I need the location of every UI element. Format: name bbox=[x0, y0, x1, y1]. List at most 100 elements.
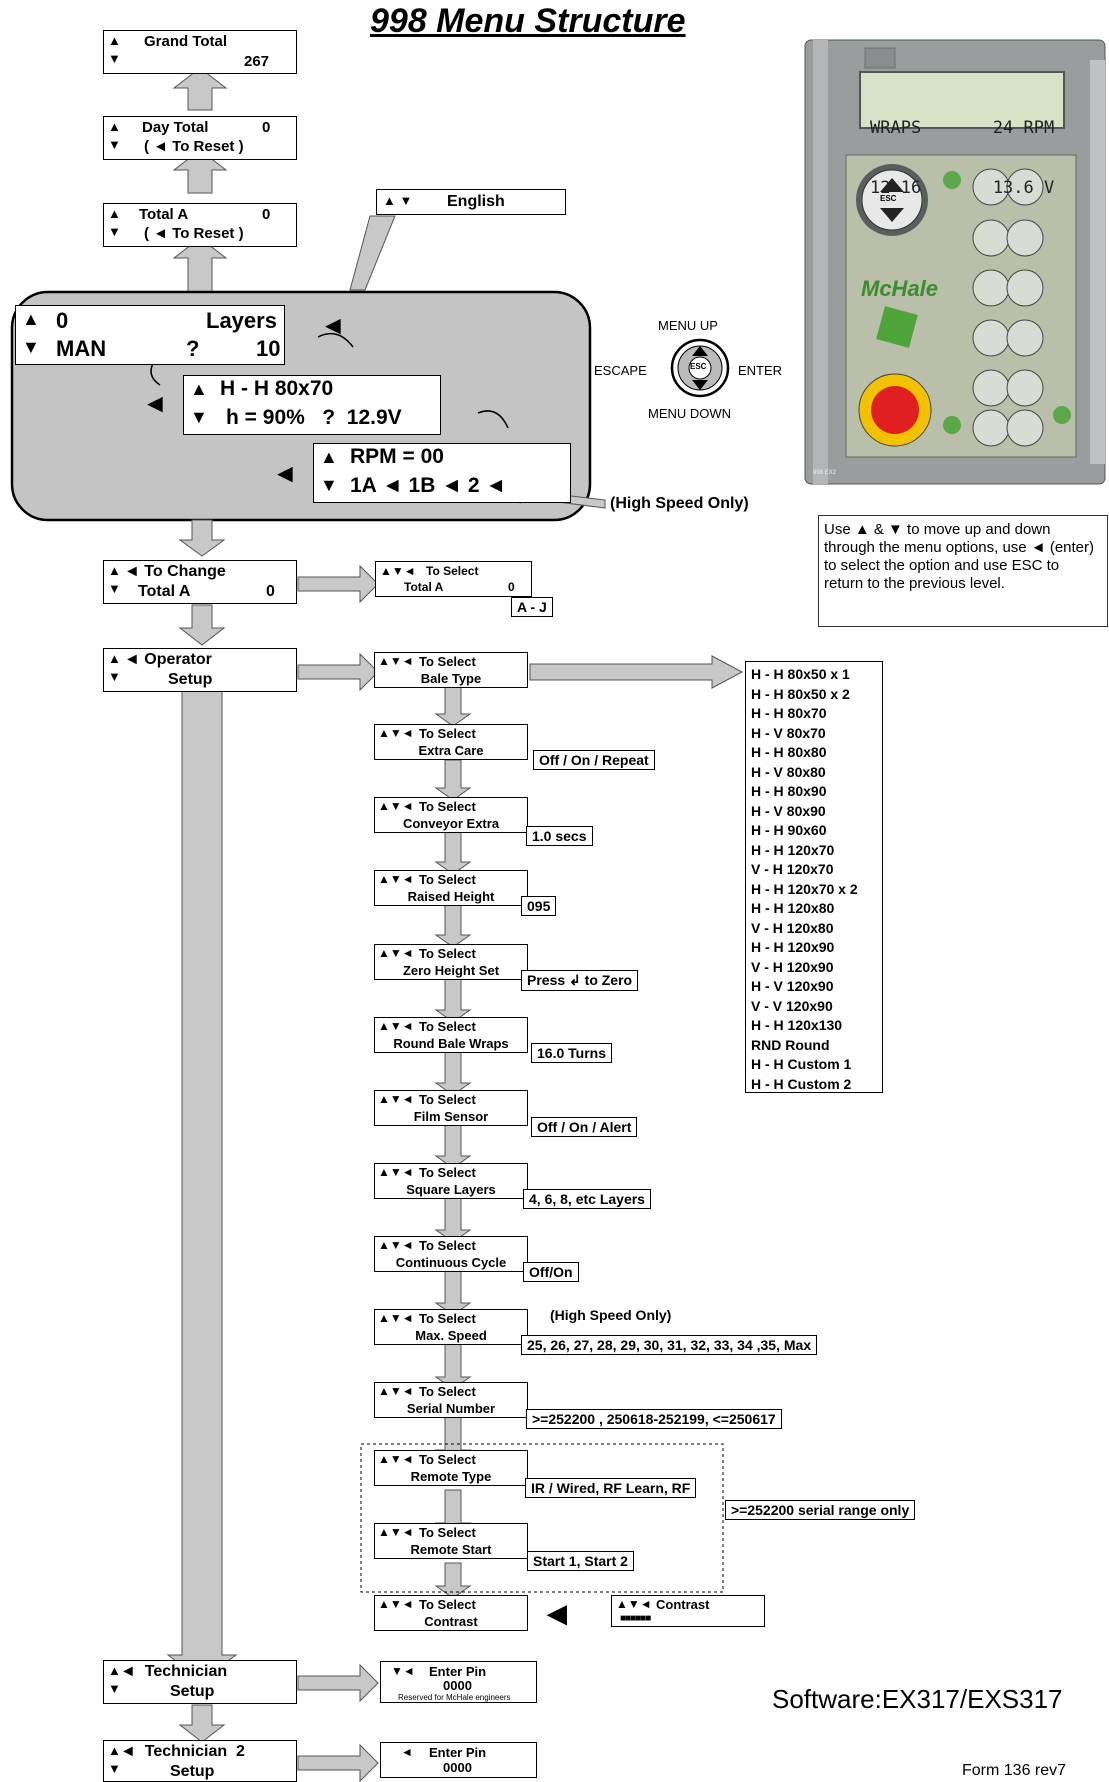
arrow-up-2 bbox=[172, 149, 228, 194]
bale-type-item: V - V 120x90 bbox=[751, 997, 833, 1014]
keypad-up-label: MENU UP bbox=[658, 318, 718, 333]
remote-group-border bbox=[360, 1443, 724, 1593]
bale-type-item: V - H 120x70 bbox=[751, 861, 834, 877]
nav-keys-icon: ▲▼◄ bbox=[378, 654, 414, 668]
screen3-speeds: 1A ◄ 1B ◄ 2 ◄ bbox=[350, 474, 507, 497]
bale-type-item: H - H 120x90 bbox=[751, 939, 835, 955]
to-change-value: 0 bbox=[266, 583, 275, 600]
to-change-label: ◄ To Change bbox=[124, 563, 226, 580]
operator-item-option: 1.0 secs bbox=[526, 826, 593, 846]
nav-keys-icon: ▲▼◄ bbox=[378, 1165, 414, 1179]
enter-icon: ◄ bbox=[142, 388, 168, 418]
bale-type-item: H - H 80x90 bbox=[751, 783, 827, 799]
technician2-box[interactable]: ▲ ▼ ◄ Technician 2 Setup bbox=[103, 1740, 297, 1782]
technician2-pin-label: Enter Pin bbox=[429, 1745, 487, 1760]
technician-reserved: Reserved for McHale engineers bbox=[398, 1693, 511, 1702]
operator-item-option: Start 1, Start 2 bbox=[527, 1551, 634, 1571]
bale-type-item: H - H 80x50 x 1 bbox=[751, 666, 850, 682]
nav-keys-icon: ▲▼◄ bbox=[378, 726, 414, 740]
bale-type-item: H - H 120x70 bbox=[751, 841, 835, 858]
operator-item-name: Conveyor Extra bbox=[402, 816, 500, 831]
screen1-layers: Layers bbox=[206, 308, 277, 333]
screen1-mode: MAN bbox=[56, 336, 107, 361]
operator-item-option: 4, 6, 8, etc Layers bbox=[523, 1189, 651, 1209]
operator-item-head: To Select bbox=[419, 1238, 476, 1253]
day-total-reset: ( ◄ To Reset ) bbox=[144, 138, 244, 155]
technician2-setup: Setup bbox=[170, 1763, 215, 1780]
operator-setup: Setup bbox=[168, 671, 213, 688]
nav-keys-icon: ▲▼◄ bbox=[378, 1019, 414, 1033]
operator-item-head: To Select bbox=[419, 1452, 476, 1467]
total-a-value: 0 bbox=[262, 206, 271, 223]
nav-keys-icon: ▲▼◄ bbox=[378, 1238, 414, 1252]
operator-item-head: To Select bbox=[419, 1019, 476, 1034]
screen2-baletype: H - H 80x70 bbox=[220, 377, 334, 400]
operator-item-name: Film Sensor bbox=[413, 1109, 489, 1124]
keypad-esc: ESC bbox=[690, 362, 707, 371]
operator-item-name: Zero Height Set bbox=[402, 963, 500, 978]
operator-item-option: 095 bbox=[521, 896, 557, 916]
grand-total-label: Grand Total bbox=[144, 33, 228, 50]
device-esc: ESC bbox=[880, 194, 897, 203]
operator-item-head: To Select bbox=[419, 1525, 476, 1540]
technician2-label: ◄ Technician 2 bbox=[120, 1743, 245, 1760]
device-lcd: WRAPS 24 RPM 12-16 13.6 V bbox=[870, 78, 1054, 218]
contrast-bar: ■■■■■■ bbox=[620, 1613, 651, 1624]
technician-pin-box: ▼◄ Enter Pin 0000 Reserved for McHale en… bbox=[380, 1661, 537, 1703]
operator-item-head: To Select bbox=[419, 654, 476, 669]
grand-total-value: 267 bbox=[244, 53, 270, 70]
language-arrow bbox=[349, 215, 396, 291]
operator-item-option: Off / On / Alert bbox=[531, 1117, 638, 1137]
operator-item-option: Press ↲ to Zero bbox=[521, 970, 639, 991]
contrast-label: Contrast bbox=[656, 1597, 710, 1612]
operator-item-head: To Select bbox=[419, 1165, 476, 1180]
bale-type-item: H - H 120x80 bbox=[751, 900, 835, 916]
arrow-up-3 bbox=[172, 237, 228, 293]
operator-item-option: Off/On bbox=[523, 1262, 579, 1282]
arrow-up-1 bbox=[172, 67, 228, 111]
keypad-left-label: ESCAPE bbox=[594, 363, 647, 378]
nav-keys-icon: ▲▼◄ bbox=[378, 872, 414, 886]
operator-item-head: To Select bbox=[419, 799, 476, 814]
to-change-total: Total A bbox=[138, 583, 191, 600]
operator-item-name: Bale Type bbox=[420, 671, 482, 686]
bale-type-item: H - H 80x70 bbox=[751, 705, 827, 721]
technician-setup: Setup bbox=[170, 1683, 215, 1700]
bale-type-item: H - H 80x80 bbox=[751, 744, 827, 760]
instruction-note: Use ▲ & ▼ to move up and down through th… bbox=[818, 515, 1108, 627]
operator-item-name: Max. Speed bbox=[415, 1328, 487, 1343]
language-box: ▲ ▼ English bbox=[376, 189, 566, 215]
operator-item-head: To Select bbox=[419, 1092, 476, 1107]
technician-box[interactable]: ▲ ▼ ◄ Technician Setup bbox=[103, 1660, 297, 1704]
operator-setup-box[interactable]: ▲ ▼ ◄ Operator Setup bbox=[103, 648, 297, 692]
operator-item-name: Continuous Cycle bbox=[395, 1255, 507, 1270]
select-total-head: To Select bbox=[426, 564, 479, 578]
keypad-right-label: ENTER bbox=[738, 363, 783, 378]
software-version: Software:EX317/EXS317 bbox=[772, 1684, 1063, 1714]
screen1-count: 0 bbox=[56, 308, 69, 333]
bale-type-item: H - H 120x130 bbox=[751, 1017, 843, 1033]
bale-type-item: V - H 120x80 bbox=[751, 919, 834, 936]
serial-range-note: >=252200 serial range only bbox=[725, 1500, 916, 1520]
enter-icon: ◄ bbox=[272, 458, 298, 488]
total-range-option: A - J bbox=[511, 597, 553, 617]
page-title: 998 Menu Structure bbox=[370, 2, 686, 40]
operator-item-option: IR / Wired, RF Learn, RF bbox=[525, 1478, 697, 1498]
controller-device bbox=[804, 39, 1106, 485]
high-speed-note: (High Speed Only) bbox=[610, 495, 749, 512]
